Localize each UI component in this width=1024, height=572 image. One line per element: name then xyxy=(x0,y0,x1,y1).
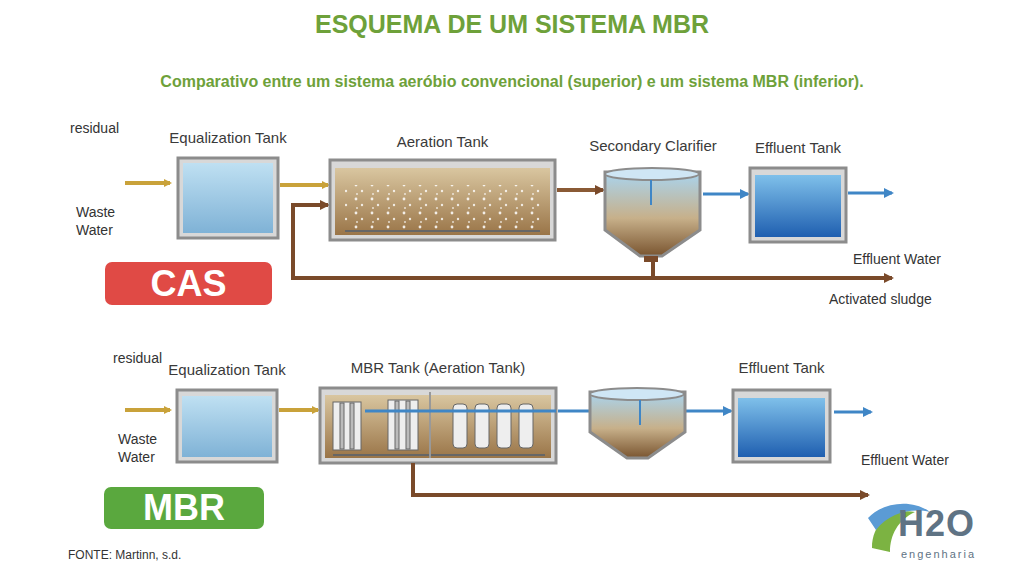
diagram-caption: Comparativo entre um sistema aeróbio con… xyxy=(0,73,1024,91)
process-tank: MBR Tank (Aeration Tank) xyxy=(320,388,556,463)
flow-arrow xyxy=(557,188,603,192)
system-badge: MBR xyxy=(104,487,264,529)
logo-text: H2O xyxy=(898,503,975,545)
tank-heading: Equalization Tank xyxy=(169,129,286,146)
tank-heading: Effluent Tank xyxy=(755,139,841,156)
flow-arrow xyxy=(280,183,328,187)
stream-label: Waste Water xyxy=(76,203,126,239)
process-tank: Equalization Tank xyxy=(178,158,278,238)
process-tank: Effluent Tank xyxy=(733,390,830,462)
stream-label: Activated sludge xyxy=(829,291,932,307)
source-note: FONTE: Martinn, s.d. xyxy=(68,548,181,562)
system-badge: CAS xyxy=(105,262,272,305)
process-tank: Effluent Tank xyxy=(750,168,846,242)
stream-label: residual xyxy=(70,120,119,136)
process-tank: Equalization Tank xyxy=(177,390,277,462)
stream-label: Effluent Water xyxy=(853,251,941,267)
tank-heading: Aeration Tank xyxy=(397,133,488,150)
stream-label: residual xyxy=(113,350,162,366)
tank-heading: Secondary Clarifier xyxy=(589,137,717,154)
stream-label: Effluent Water xyxy=(861,452,949,468)
process-tank: Secondary Clarifier xyxy=(605,170,701,262)
tank-heading: Equalization Tank xyxy=(168,361,285,378)
flow-arrow xyxy=(279,408,318,412)
flow-arrow xyxy=(703,193,748,196)
tank-heading: Effluent Tank xyxy=(738,359,824,376)
diagram-title: ESQUEMA DE UM SISTEMA MBR xyxy=(0,10,1024,39)
stream-label: Waste Water xyxy=(118,430,168,466)
badge-text: MBR xyxy=(143,487,225,529)
logo-subtext: engenharia xyxy=(901,548,976,560)
process-tank: Aeration Tank xyxy=(330,160,555,240)
badge-text: CAS xyxy=(150,263,226,305)
tank-heading: MBR Tank (Aeration Tank) xyxy=(351,359,526,376)
